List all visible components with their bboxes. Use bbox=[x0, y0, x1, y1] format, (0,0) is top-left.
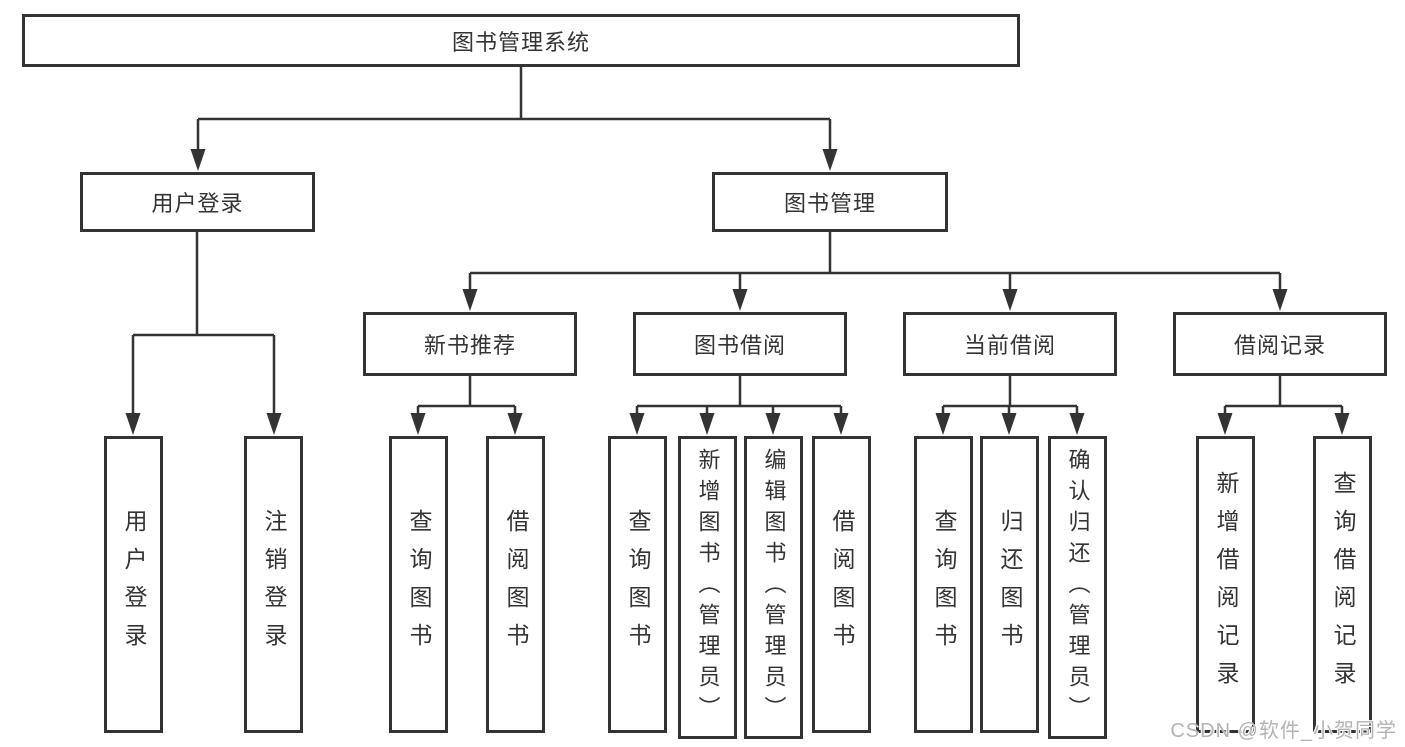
leaf-confirm-return-admin: 确认归还（管理员） bbox=[1048, 436, 1107, 739]
node-label: 新增图书（管理员） bbox=[695, 448, 721, 727]
node-new-book-recommend: 新书推荐 bbox=[363, 312, 577, 376]
node-label: 借阅图书 bbox=[503, 508, 529, 661]
node-current-borrow: 当前借阅 bbox=[903, 312, 1117, 376]
node-root: 图书管理系统 bbox=[22, 14, 1020, 67]
leaf-query-books-recommend: 查询图书 bbox=[389, 436, 448, 733]
leaf-add-book-admin: 新增图书（管理员） bbox=[678, 436, 737, 739]
node-label: 图书管理 bbox=[783, 191, 876, 216]
watermark: CSDN @软件_小贺同学 bbox=[1170, 720, 1397, 742]
node-label: 确认归还（管理员） bbox=[1065, 448, 1091, 727]
node-label: 查询图书 bbox=[931, 508, 957, 661]
leaf-query-books-current: 查询图书 bbox=[914, 436, 973, 733]
node-label: 图书管理系统 bbox=[451, 29, 590, 55]
node-label: 归还图书 bbox=[997, 508, 1023, 661]
node-label: 图书借阅 bbox=[693, 333, 786, 358]
node-label: 借阅图书 bbox=[829, 508, 855, 661]
leaf-borrow-books: 借阅图书 bbox=[812, 436, 871, 733]
leaf-return-book: 归还图书 bbox=[980, 436, 1039, 733]
leaf-logout: 注销登录 bbox=[244, 436, 303, 733]
node-user-login: 用户登录 bbox=[80, 172, 315, 232]
node-label: 借阅记录 bbox=[1233, 333, 1326, 358]
node-label: 编辑图书（管理员） bbox=[761, 448, 787, 727]
node-label: 用户登录 bbox=[151, 191, 244, 216]
node-label: 查询借阅记录 bbox=[1330, 470, 1356, 699]
node-label: 新增借阅记录 bbox=[1213, 470, 1239, 699]
leaf-user-login: 用户登录 bbox=[104, 436, 163, 733]
node-book-management: 图书管理 bbox=[712, 172, 948, 232]
node-label: 当前借阅 bbox=[963, 333, 1056, 358]
leaf-query-borrow-record: 查询借阅记录 bbox=[1313, 436, 1372, 733]
node-label: 新书推荐 bbox=[423, 333, 516, 358]
node-label: 注销登录 bbox=[261, 508, 287, 661]
node-book-borrow: 图书借阅 bbox=[633, 312, 847, 376]
node-label: 查询图书 bbox=[625, 508, 651, 661]
node-label: 用户登录 bbox=[121, 508, 147, 661]
node-borrow-record: 借阅记录 bbox=[1173, 312, 1387, 376]
node-label: 查询图书 bbox=[406, 508, 432, 661]
leaf-edit-book-admin: 编辑图书（管理员） bbox=[744, 436, 803, 739]
leaf-borrow-books-recommend: 借阅图书 bbox=[486, 436, 545, 733]
leaf-query-books-borrow: 查询图书 bbox=[608, 436, 667, 733]
leaf-add-borrow-record: 新增借阅记录 bbox=[1196, 436, 1255, 733]
